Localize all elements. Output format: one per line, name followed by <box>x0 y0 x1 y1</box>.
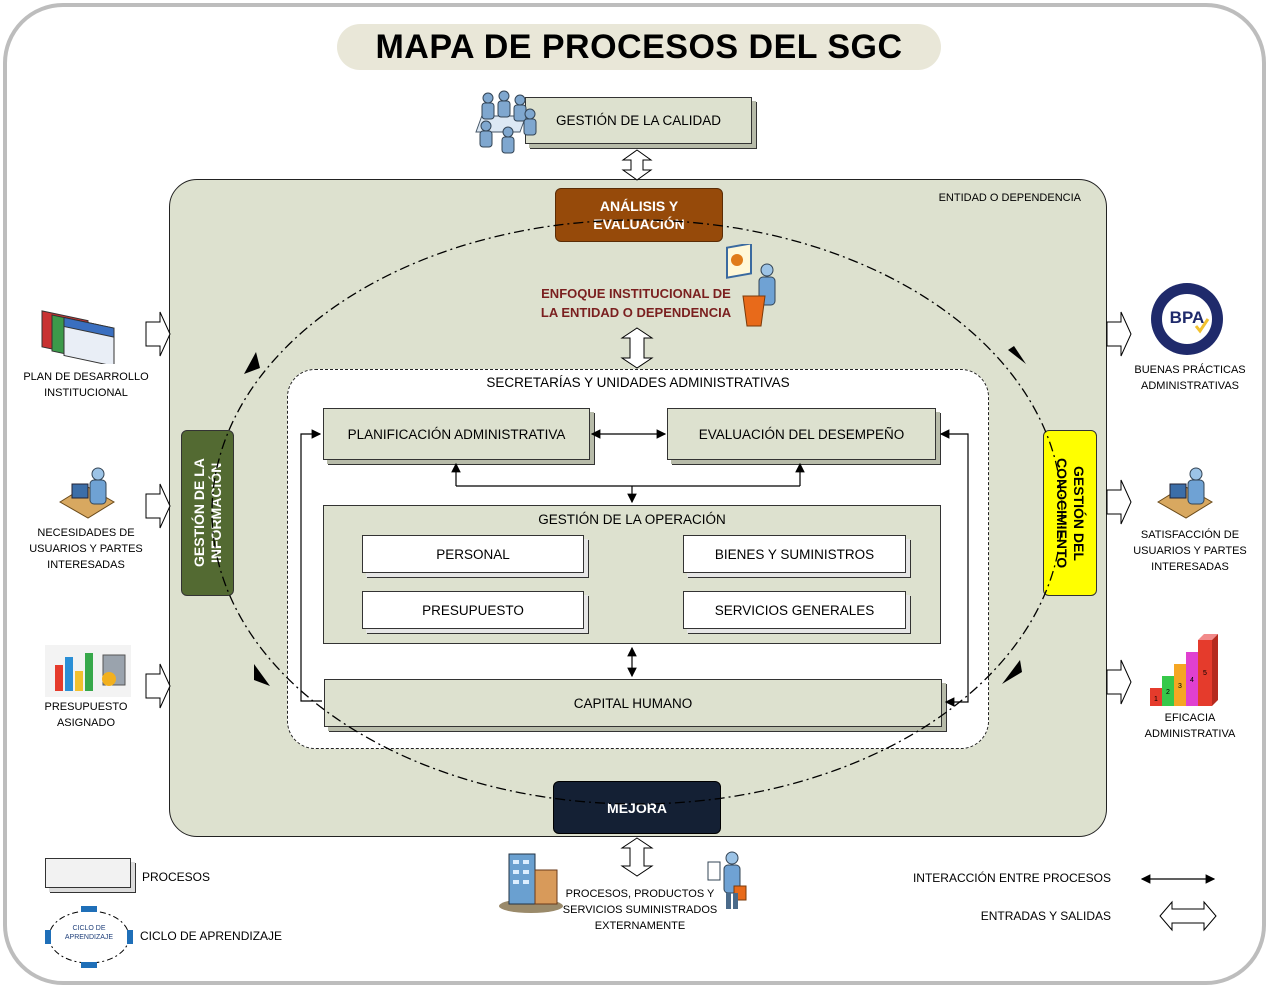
process-budget-label: PRESUPUESTO <box>422 602 524 618</box>
documents-icon <box>41 310 115 364</box>
legend-processes-label: PROCESOS <box>142 870 211 884</box>
process-general-services[interactable]: SERVICIOS GENERALES <box>683 591 906 629</box>
legend-cycle-inner-text: CICLO DE APRENDIZAJE <box>64 925 114 941</box>
entity-label: ENTIDAD O DEPENDENCIA <box>938 192 1081 204</box>
process-planning[interactable]: PLANIFICACIÓN ADMINISTRATIVA <box>323 408 590 460</box>
input-arrow-1 <box>145 311 171 357</box>
process-budget[interactable]: PRESUPUESTO <box>362 591 584 629</box>
cycle-arrow-nw <box>244 352 260 374</box>
double-arrow-external <box>620 837 654 877</box>
cycle-arrow-ne <box>1008 346 1026 364</box>
bar-number-labels: 1 2 3 4 5 <box>1146 634 1226 710</box>
institutional-focus-text: ENFOQUE INSTITUCIONAL DE LA ENTIDAD O DE… <box>540 286 732 320</box>
bar-number-3: 3 <box>1178 683 1182 690</box>
meeting-people-icon <box>475 90 537 154</box>
operation-label: GESTIÓN DE LA OPERACIÓN <box>538 511 726 527</box>
user-desk-icon <box>59 467 115 519</box>
process-goods-supplies[interactable]: BIENES Y SUMINISTROS <box>683 535 906 573</box>
output-arrow-3 <box>1106 659 1132 705</box>
external-processes-label: PROCESOS, PRODUCTOS Y SERVICIOS SUMINIST… <box>562 888 718 932</box>
process-quality-management[interactable]: GESTIÓN DE LA CALIDAD <box>525 97 752 144</box>
process-planning-label: PLANIFICACIÓN ADMINISTRATIVA <box>347 426 566 442</box>
bar-number-1: 1 <box>1154 696 1158 703</box>
process-performance-label: EVALUACIÓN DEL DESEMPEÑO <box>698 426 905 442</box>
input-arrow-2 <box>145 483 171 529</box>
input-needs-label: NECESIDADES DE USUARIOS Y PARTES INTERES… <box>29 527 143 571</box>
legend-cycle-label: CICLO DE APRENDIZAJE <box>140 929 283 943</box>
output-arrow-1 <box>1106 311 1132 357</box>
bar-number-5: 5 <box>1203 670 1207 677</box>
output-satisfaction-label: SATISFACCIÓN DE USUARIOS Y PARTES INTERE… <box>1133 529 1247 573</box>
building-icon <box>499 853 563 913</box>
process-personnel-label: PERSONAL <box>436 546 510 562</box>
process-human-capital[interactable]: CAPITAL HUMANO <box>324 679 942 727</box>
legend-io-arrow <box>1159 900 1217 932</box>
bpa-seal-icon <box>1151 283 1223 355</box>
user-desk-icon <box>1157 467 1213 519</box>
process-services-label: SERVICIOS GENERALES <box>714 602 875 618</box>
finance-charts-icon <box>45 645 131 697</box>
double-arrow-quality <box>621 149 653 181</box>
process-goods-label: BIENES Y SUMINISTROS <box>714 546 875 562</box>
input-arrow-3 <box>145 663 171 709</box>
presenter-icon <box>726 244 776 327</box>
legend-io-label: ENTRADAS Y SALIDAS <box>980 909 1111 923</box>
information-management-badge[interactable]: GESTIÓN DE LA INFORMACIÓN <box>181 430 234 596</box>
process-human-capital-label: CAPITAL HUMANO <box>573 695 693 711</box>
legend-process-shape <box>45 858 131 888</box>
cycle-arrow-sw <box>254 664 270 686</box>
output-good-practices-label: BUENAS PRÁCTICAS ADMINISTRATIVAS <box>1134 364 1246 392</box>
double-arrow-focus <box>620 327 654 369</box>
output-arrow-2 <box>1106 479 1132 525</box>
input-plan-label: PLAN DE DESARROLLO INSTITUCIONAL <box>23 371 149 399</box>
legend-interaction-label: INTERACCIÓN ENTRE PROCESOS <box>912 871 1111 885</box>
stair-bar-chart-icon <box>1150 634 1218 706</box>
knowledge-management-badge[interactable]: GESTIÓN DEL CONOCIMIENTO <box>1043 430 1097 596</box>
bar-number-4: 4 <box>1190 677 1194 684</box>
bpa-seal-text: BPA <box>1169 308 1205 327</box>
process-personnel[interactable]: PERSONAL <box>362 535 584 573</box>
bar-number-2: 2 <box>1166 689 1170 696</box>
legend-cycle-shape <box>45 906 133 968</box>
learning-cycle-ellipse <box>211 219 1063 805</box>
output-efficacy-label: EFICACIA ADMINISTRATIVA <box>1144 712 1236 740</box>
analysis-evaluation-badge[interactable]: ANÁLISIS Y EVALUACIÓN <box>555 188 723 242</box>
page-title: MAPA DE PROCESOS DEL SGC <box>337 24 941 70</box>
process-performance[interactable]: EVALUACIÓN DEL DESEMPEÑO <box>667 408 936 460</box>
input-budget-label: PRESUPUESTO ASIGNADO <box>44 701 128 729</box>
secretariats-label: SECRETARÍAS Y UNIDADES ADMINISTRATIVAS <box>486 374 790 390</box>
courier-person-icon <box>707 851 747 909</box>
process-quality-label: GESTIÓN DE LA CALIDAD <box>555 113 722 128</box>
cycle-arrow-se <box>1002 660 1022 684</box>
